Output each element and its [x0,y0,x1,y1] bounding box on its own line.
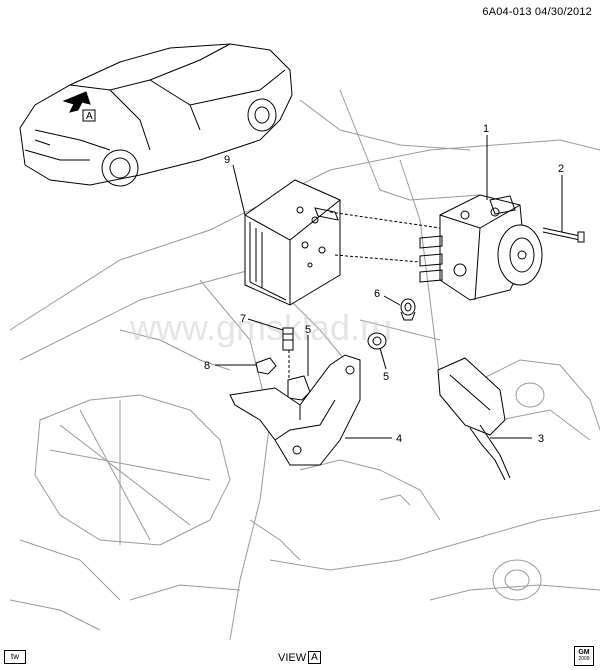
chassis-background [9,89,600,641]
part-5-isolator-upper [367,332,387,350]
view-label: VIEW [278,651,307,664]
gm-logo: GM 2009 [574,646,594,666]
part-1-abs-modulator [419,194,543,301]
part-3-sensor [437,357,511,481]
callout-1: 1 [483,123,489,135]
part-4-bracket [229,354,361,466]
part-7-stud [282,327,294,351]
diagram-code: 6A04-013 04/30/2012 [482,6,592,18]
gm-logo-year: 2009 [578,656,590,662]
callout-3: 3 [538,433,544,445]
callout-2: 2 [558,163,564,175]
callouts: 1 2 3 4 5 5 6 7 8 9 [204,123,564,445]
view-tag: A [86,111,93,122]
callout-9: 9 [224,154,230,166]
view-caption: VIEW A [278,651,321,664]
callout-5-upper: 5 [383,371,389,383]
part-2-bolt [542,227,585,243]
part-9-control-module [244,179,341,306]
callout-4: 4 [396,433,402,445]
gm-logo-text: GM [578,649,590,656]
callout-8: 8 [204,360,210,372]
leader-lines [215,135,563,439]
callout-6: 6 [374,288,380,300]
callout-5-lower: 5 [305,324,311,336]
part-8-clip [255,357,277,375]
vehicle-view-icon: A [19,43,293,187]
part-6-grommet [400,298,416,321]
tw-label: tw [4,650,26,664]
view-box: A [308,651,321,664]
callout-7: 7 [240,313,246,325]
view-arrow-icon [62,91,91,113]
watermark: www.gmsklad.ru [129,307,392,348]
part-5-isolator-lower [287,375,311,401]
